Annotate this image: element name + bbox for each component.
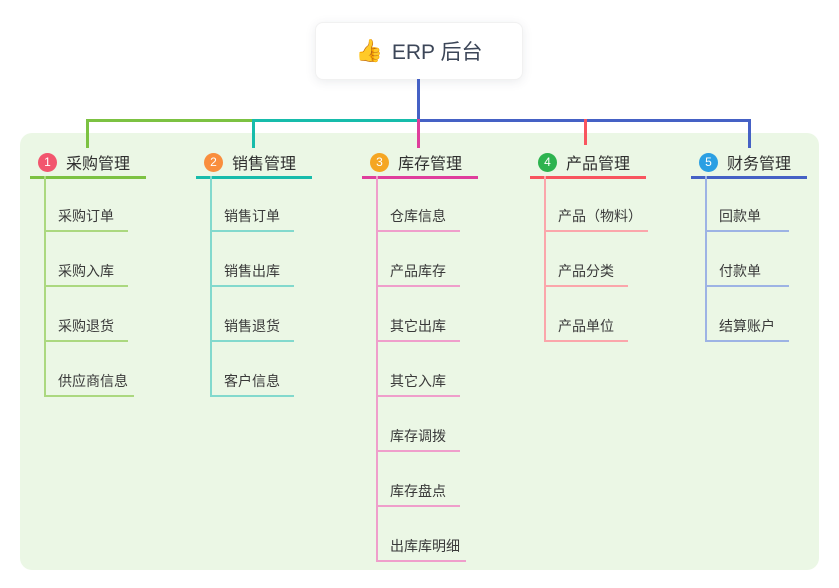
badge-4: 4 bbox=[538, 152, 557, 172]
branch-inventory-label: 库存管理 bbox=[398, 156, 463, 173]
bus-connector-teal bbox=[252, 119, 418, 122]
branch-product: 4 产品管理 产品（物料） 产品分类 产品单位 bbox=[530, 148, 690, 342]
item-outbound-detail[interactable]: 出库库明细 bbox=[376, 532, 466, 562]
item-sales-order[interactable]: 销售订单 bbox=[210, 202, 294, 232]
drop-connector-branch-3 bbox=[417, 119, 420, 148]
drop-connector-branch-2 bbox=[252, 119, 255, 148]
thumbs-up-icon: 👍 bbox=[355, 38, 383, 63]
branch-product-label: 产品管理 bbox=[566, 156, 631, 173]
badge-2: 2 bbox=[204, 152, 223, 172]
branch-inventory-stem bbox=[376, 176, 378, 562]
item-other-outbound[interactable]: 其它出库 bbox=[376, 312, 460, 342]
drop-connector-branch-5 bbox=[748, 119, 751, 148]
badge-3: 3 bbox=[370, 152, 389, 172]
branch-purchase: 1 采购管理 采购订单 采购入库 采购退货 供应商信息 bbox=[30, 148, 190, 397]
branch-product-header[interactable]: 4 产品管理 bbox=[530, 148, 690, 176]
item-sales-outbound[interactable]: 销售出库 bbox=[210, 257, 294, 287]
item-customer-info[interactable]: 客户信息 bbox=[210, 367, 294, 397]
drop-connector-branch-4 bbox=[584, 119, 587, 145]
branch-sales: 2 销售管理 销售订单 销售出库 销售退货 客户信息 bbox=[196, 148, 356, 397]
root-node[interactable]: 👍 ERP 后台 bbox=[315, 22, 523, 80]
branch-sales-header[interactable]: 2 销售管理 bbox=[196, 148, 356, 176]
item-payment-bill[interactable]: 付款单 bbox=[705, 257, 789, 287]
item-stock-transfer[interactable]: 库存调拨 bbox=[376, 422, 460, 452]
item-product-unit[interactable]: 产品单位 bbox=[544, 312, 628, 342]
item-supplier-info[interactable]: 供应商信息 bbox=[44, 367, 134, 397]
item-product-material[interactable]: 产品（物料） bbox=[544, 202, 648, 232]
branch-inventory-rule bbox=[362, 176, 478, 179]
item-stock-count[interactable]: 库存盘点 bbox=[376, 477, 460, 507]
item-purchase-inbound[interactable]: 采购入库 bbox=[44, 257, 128, 287]
branch-purchase-label: 采购管理 bbox=[66, 156, 131, 173]
badge-1: 1 bbox=[38, 152, 57, 172]
branch-finance-header[interactable]: 5 财务管理 bbox=[691, 148, 839, 176]
branch-sales-label: 销售管理 bbox=[232, 156, 297, 173]
branch-inventory-header[interactable]: 3 库存管理 bbox=[362, 148, 522, 176]
item-sales-return[interactable]: 销售退货 bbox=[210, 312, 294, 342]
branch-product-stem bbox=[544, 176, 546, 342]
branch-finance-rule bbox=[691, 176, 807, 179]
branch-product-rule bbox=[530, 176, 646, 179]
branch-finance: 5 财务管理 回款单 付款单 结算账户 bbox=[691, 148, 839, 342]
item-other-inbound[interactable]: 其它入库 bbox=[376, 367, 460, 397]
item-warehouse-info[interactable]: 仓库信息 bbox=[376, 202, 460, 232]
item-product-stock[interactable]: 产品库存 bbox=[376, 257, 460, 287]
item-receipt-bill[interactable]: 回款单 bbox=[705, 202, 789, 232]
branch-purchase-rule bbox=[30, 176, 146, 179]
branch-sales-rule bbox=[196, 176, 312, 179]
item-product-category[interactable]: 产品分类 bbox=[544, 257, 628, 287]
bus-connector-green bbox=[86, 119, 252, 122]
branch-finance-label: 财务管理 bbox=[727, 156, 792, 173]
item-purchase-order[interactable]: 采购订单 bbox=[44, 202, 128, 232]
badge-5: 5 bbox=[699, 152, 718, 172]
item-settlement-account[interactable]: 结算账户 bbox=[705, 312, 789, 342]
drop-connector-branch-1 bbox=[86, 119, 89, 148]
item-purchase-return[interactable]: 采购退货 bbox=[44, 312, 128, 342]
branch-purchase-header[interactable]: 1 采购管理 bbox=[30, 148, 190, 176]
root-stem-connector bbox=[417, 79, 420, 122]
branch-finance-stem bbox=[705, 176, 707, 342]
branches-background-panel bbox=[20, 133, 819, 570]
branch-inventory: 3 库存管理 仓库信息 产品库存 其它出库 其它入库 库存调拨 库存盘点 出库库… bbox=[362, 148, 522, 562]
root-node-label: ERP 后台 bbox=[391, 41, 483, 64]
